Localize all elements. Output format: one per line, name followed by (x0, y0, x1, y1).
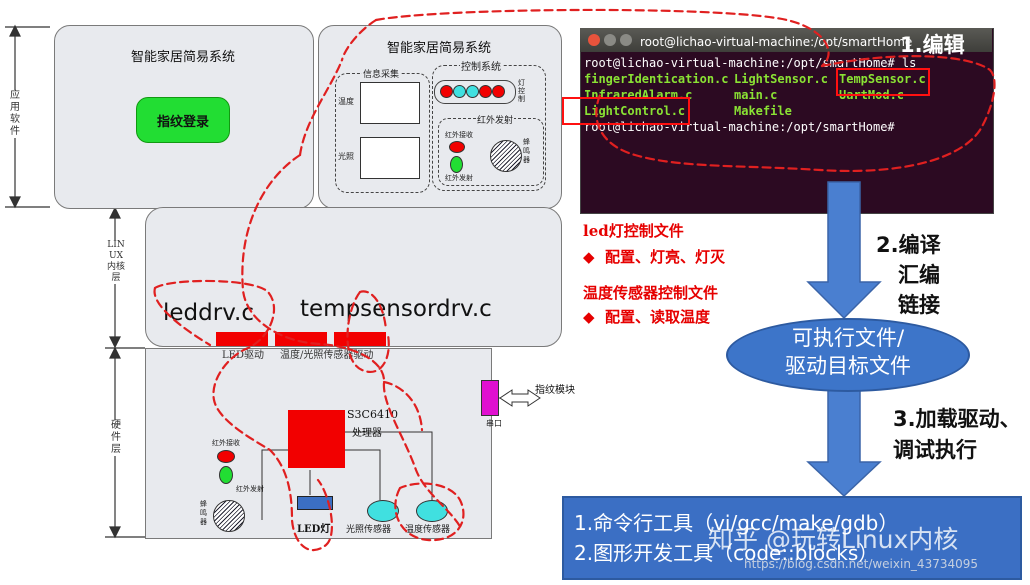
light-label: 光照 (338, 152, 354, 161)
step-compile-line: 汇编 (898, 263, 940, 287)
terminal-file: LightSensor.c (734, 72, 828, 86)
led-driver-block (216, 332, 268, 346)
hw-buzzer-icon (213, 500, 245, 532)
led-file-note-text: 配置、灯亮、灯灭 (605, 248, 726, 266)
step-load-line: 调试执行 (893, 438, 977, 462)
terminal-file: main.c (734, 88, 778, 102)
step-compile-line: 链接 (898, 293, 940, 317)
serial-port-block (481, 380, 499, 416)
hw-temp-sensor-label: 温度传感器 (405, 525, 451, 535)
terminal-file: fingerIdentication.c (584, 72, 729, 86)
ir-send-label: 红外发射 (445, 174, 473, 182)
tools-item: 2.图形开发工具（code::blocks） (574, 541, 879, 565)
led-array-icon (297, 496, 333, 510)
temp-label: 温度 (338, 97, 354, 106)
lamp-led-icon[interactable] (453, 85, 466, 98)
terminal-title: root@lichao-virtual-machine:/opt/smartHo… (640, 35, 913, 49)
info-group-label: 信息采集 (362, 67, 401, 80)
temp-display (360, 82, 420, 124)
hw-ir-recv-label: 红外接收 (212, 439, 240, 447)
app-panel-2-title: 智能家居简易系统 (386, 41, 491, 56)
terminal-titlebar (580, 28, 992, 52)
ir-recv-label: 红外接收 (445, 131, 473, 139)
hw-led-label: LED灯 (297, 524, 331, 535)
tempsensor-highlight (836, 68, 930, 96)
step-load-line: 3.加载驱动、 (893, 407, 1021, 431)
ir-send-indicator (450, 156, 463, 173)
led-file-note-title: led灯控制文件 (583, 222, 684, 240)
buzzer-label: 蜂鸣器 (523, 138, 530, 164)
led-file-note-item: ◆ 配置、灯亮、灯灭 (583, 246, 725, 267)
leddrv-file-label: leddrv.c (163, 300, 254, 326)
executable-ellipse (726, 318, 970, 392)
axis-label-kernel: LINUX内核层 (107, 240, 126, 284)
hw-ir-send-label: 红外发射 (236, 485, 264, 493)
lamp-led-icon[interactable] (492, 85, 505, 98)
light-display (360, 137, 420, 179)
step-compile-label: 2.编译 汇编 链接 (876, 230, 941, 320)
cpu-name: S3C6410 (347, 408, 398, 421)
hw-ir-recv-indicator (217, 450, 235, 463)
hw-ir-send-indicator (219, 466, 233, 484)
terminal-file: Makefile (734, 104, 792, 118)
axis-label-hardware: 硬件层 (107, 420, 125, 456)
temp-file-note-item: ◆ 配置、读取温度 (583, 306, 710, 327)
lamp-led-icon[interactable] (466, 85, 479, 98)
tools-list: 1.命令行工具（vi/gcc/make/gdb） 2.图形开发工具（code::… (574, 508, 898, 568)
terminal-ls-prompt: root@lichao-virtual-machine:/opt/smartHo… (584, 56, 917, 70)
terminal-file: LightControl.c (584, 104, 686, 118)
login-button-label: 指纹登录 (156, 114, 209, 130)
step-compile-line: 2.编译 (876, 233, 941, 257)
serial-port-label: 串口 (486, 419, 502, 428)
kernel-panel (145, 207, 562, 347)
terminal-window (580, 28, 994, 214)
fingerprint-login-button[interactable]: 指纹登录 (136, 97, 230, 143)
temp-file-note-text: 配置、读取温度 (605, 308, 711, 326)
tempsensordrv-file-label: tempsensordrv.c (300, 296, 492, 322)
app-panel-1-title: 智能家居简易系统 (130, 50, 235, 65)
temp-file-note-title: 温度传感器控制文件 (583, 284, 719, 302)
executable-line: 可执行文件/ (791, 326, 905, 350)
buzzer-icon (490, 140, 522, 172)
close-icon[interactable] (588, 34, 600, 46)
step-load-label: 3.加载驱动、 调试执行 (893, 404, 1021, 466)
maximize-icon[interactable] (620, 34, 632, 46)
terminal-file: TempSensor.c (839, 72, 926, 86)
cpu-block (288, 410, 345, 468)
cpu-sub: 处理器 (352, 428, 382, 439)
lamp-control-label: 灯控制 (518, 79, 525, 103)
hw-buzzer-label: 蜂鸣器 (200, 500, 207, 526)
light-sensor-icon (367, 500, 399, 522)
hw-light-sensor-label: 光照传感器 (346, 525, 392, 535)
tools-box (562, 496, 1022, 580)
minimize-icon[interactable] (604, 34, 616, 46)
bullet-icon: ◆ (583, 308, 595, 326)
lamp-led-icon[interactable] (479, 85, 492, 98)
tools-item: 1.命令行工具（vi/gcc/make/gdb） (574, 511, 899, 535)
led-driver-text: LED驱动 (222, 350, 264, 361)
control-group-label: 控制系统 (460, 58, 502, 73)
executable-line: 驱动目标文件 (785, 354, 911, 378)
executable-label: 可执行文件/ 驱动目标文件 (726, 324, 970, 380)
fingerprint-module-label: 指纹模块 (535, 385, 575, 396)
step-edit-label: 1.编辑 (900, 33, 965, 57)
infrared-group-label: 红外发射 (476, 113, 515, 126)
axis-label-app: 应用软件 (6, 90, 24, 138)
bullet-icon: ◆ (583, 248, 595, 266)
ir-recv-indicator (449, 141, 465, 153)
lamp-led-icon[interactable] (440, 85, 453, 98)
lightcontrol-highlight (562, 97, 690, 125)
sensor-driver-text: 温度/光照传感器驱动 (280, 350, 374, 361)
zhihu-watermark: 知乎 @玩转Linux内核 (708, 525, 959, 554)
csdn-watermark: https://blog.csdn.net/weixin_43734095 (744, 557, 979, 571)
